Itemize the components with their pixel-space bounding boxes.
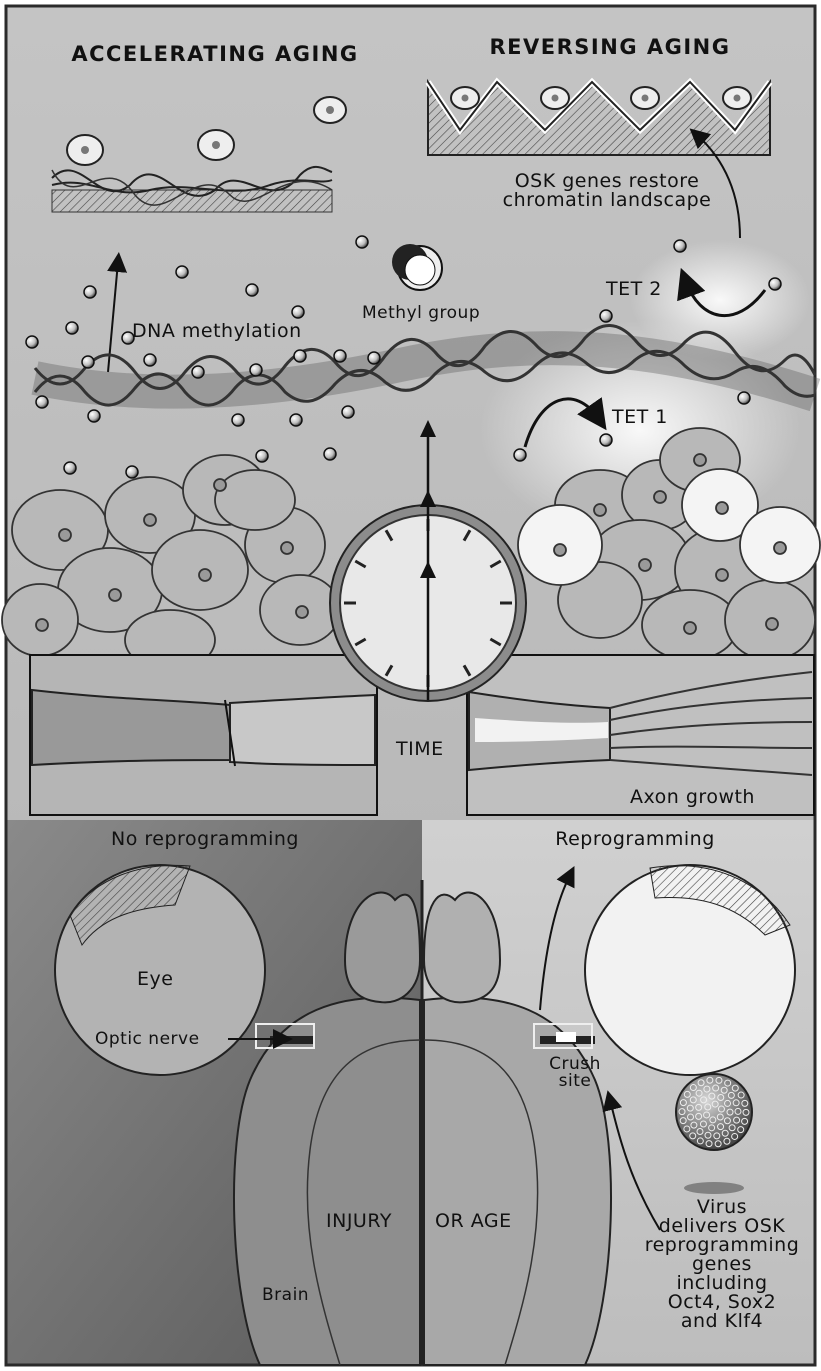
eye-label: Eye [137,968,173,990]
time-label: TIME [396,738,444,760]
no-reprogramming-label: No reprogramming [111,828,299,850]
reversing-aging-title: REVERSING AGING [490,35,731,59]
or-age-label: OR AGE [435,1210,512,1232]
tet1-label: TET 1 [612,406,668,428]
optic-nerve-label: Optic nerve [95,1029,200,1049]
methyl-group-label: Methyl group [362,303,480,323]
osk-restore-label: OSK genes restore chromatin landscape [503,172,712,210]
injury-label: INJURY [326,1210,392,1232]
virus-description: Virus delivers OSK reprogramming genes i… [645,1198,800,1331]
accelerating-aging-title: ACCELERATING AGING [71,42,358,66]
reprogramming-label: Reprogramming [555,828,715,850]
axon-growth-label: Axon growth [630,786,755,808]
tet2-label: TET 2 [606,278,662,300]
crush-site-label: Crush site [549,1056,601,1090]
brain-label: Brain [262,1285,309,1305]
dna-methylation-label: DNA methylation [132,320,302,342]
axon-panel-left [30,655,377,815]
